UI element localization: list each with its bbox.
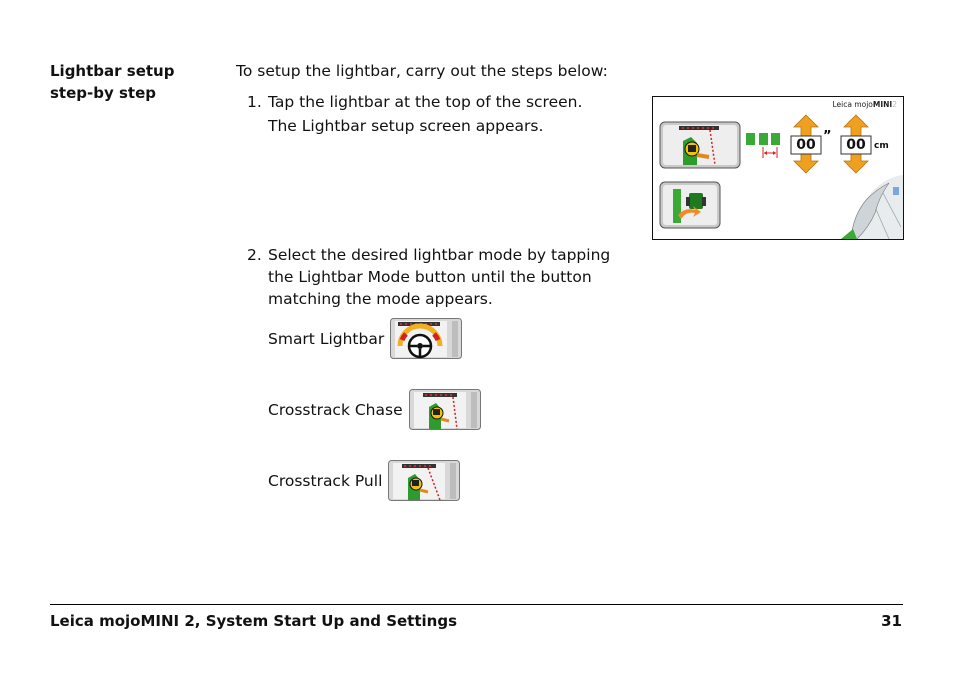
steering-wheel-icon[interactable] [390, 318, 463, 359]
mode-crosstrack-chase: Crosstrack Chase [268, 389, 481, 430]
step-1-number: 1. [247, 93, 262, 111]
step-1-result: The Lightbar setup screen appears. [268, 117, 544, 135]
brand-mini: MINI [872, 100, 893, 109]
inch-value: 00 [796, 137, 816, 153]
mode-crosstrack-chase-label: Crosstrack Chase [268, 400, 403, 419]
section-heading-line-2: step-by step [50, 84, 156, 102]
cm-unit: cm [874, 141, 889, 151]
footer-divider [50, 604, 903, 605]
inch-unit: ” [823, 129, 832, 144]
screen-graphics [659, 114, 903, 239]
section-heading: Lightbar setup step-by step [50, 60, 220, 104]
mode-smart-lightbar: Smart Lightbar [268, 318, 463, 359]
lightbar-setup-screen: Leica mojoMINI2 [652, 96, 904, 240]
brand-logo: Leica mojoMINI2 [832, 100, 897, 109]
step-2-text-line-1: Select the desired lightbar mode by tapp… [268, 246, 611, 264]
step-2-number: 2. [247, 246, 262, 264]
brand-two: 2 [892, 100, 897, 109]
intro-text: To setup the lightbar, carry out the ste… [236, 62, 608, 80]
step-2-text-line-2: the Lightbar Mode button until the butto… [268, 268, 592, 286]
crosstrack-chase-icon[interactable] [408, 389, 481, 430]
crosstrack-pull-icon[interactable] [388, 460, 461, 501]
brand-mojo: mojo [854, 100, 873, 109]
offset-icon[interactable] [746, 133, 780, 158]
inch-value-box[interactable] [790, 135, 822, 155]
page-number: 31 [881, 612, 902, 630]
lightbar-mode-button[interactable] [659, 121, 741, 169]
map-page-curl-icon[interactable] [841, 175, 903, 239]
brand-prefix: Leica [832, 100, 855, 109]
step-2-text-line-3: matching the mode appears. [268, 290, 493, 308]
mode-crosstrack-pull: Crosstrack Pull [268, 460, 461, 501]
step-2: 2. Select the desired lightbar mode by t… [247, 244, 627, 310]
cm-value: 00 [846, 137, 866, 153]
step-1-text: Tap the lightbar at the top of the scree… [268, 93, 583, 111]
mode-crosstrack-pull-label: Crosstrack Pull [268, 471, 383, 490]
step-1: 1. Tap the lightbar at the top of the sc… [247, 91, 627, 137]
implement-alignment-button[interactable] [659, 181, 721, 229]
footer-title: Leica mojoMINI 2, System Start Up and Se… [50, 612, 458, 630]
mode-smart-lightbar-label: Smart Lightbar [268, 329, 385, 348]
section-heading-line-1: Lightbar setup [50, 62, 175, 80]
cm-value-box[interactable] [840, 135, 872, 155]
